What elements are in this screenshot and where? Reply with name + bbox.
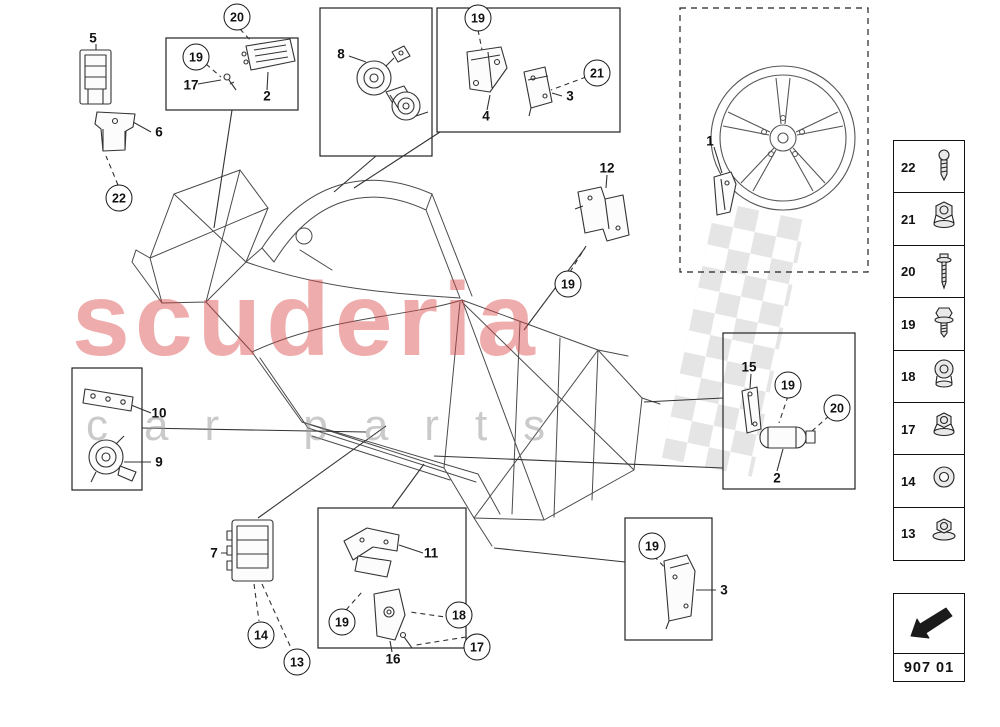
callout-18[interactable]: 18 [445,601,473,629]
cap-nut-icon [934,359,954,388]
part-label-11[interactable]: 11 [423,545,439,561]
part-11-bracket[interactable] [343,527,400,578]
callout-19[interactable]: 19 [328,608,356,636]
legend-row-21[interactable]: 21 [893,192,965,247]
callout-19[interactable]: 19 [554,270,582,298]
part-label-1[interactable]: 1 [706,133,714,149]
part-label-12[interactable]: 12 [599,160,615,176]
legend-row-20[interactable]: 20 [893,244,965,299]
arrow-panel [894,594,964,654]
legend-number: 20 [901,264,916,280]
part-label-3[interactable]: 3 [566,88,574,104]
part-label-15[interactable]: 15 [741,359,757,375]
section-code: 907 01 [903,659,955,676]
legend-number: 22 [901,159,916,175]
group-boxes [71,7,869,649]
callout-19[interactable]: 19 [182,43,210,71]
callout-13[interactable]: 13 [283,648,311,676]
long-bolt-icon [936,253,952,290]
part-10-bracket-strip[interactable] [82,388,134,412]
flange-nut-icon [933,412,955,437]
legend-number: 13 [901,526,916,542]
callout-19[interactable]: 19 [464,4,492,32]
callout-20[interactable]: 20 [823,394,851,422]
part-12-bracket[interactable] [574,186,630,242]
callout-19[interactable]: 19 [638,532,666,560]
callout-22[interactable]: 22 [105,184,133,212]
legend-row-18[interactable]: 18 [893,349,965,404]
legend-number: 17 [901,421,916,437]
nut-washer-icon [933,201,955,229]
part-label-3[interactable]: 3 [720,582,728,598]
legend-row-13[interactable]: 13 [893,506,965,561]
part-label-17[interactable]: 17 [183,77,199,93]
part-label-4[interactable]: 4 [482,108,490,124]
legend-number: 14 [901,473,916,489]
part-label-5[interactable]: 5 [89,30,97,46]
part-label-10[interactable]: 10 [151,405,167,421]
callout-17[interactable]: 17 [463,633,491,661]
part-label-7[interactable]: 7 [210,545,218,561]
legend-row-17[interactable]: 17 [893,402,965,457]
part-2-sensor-module[interactable] [759,426,816,449]
part-label-2[interactable]: 2 [773,470,781,486]
part-15-bracket[interactable] [741,386,762,434]
wheel-part-1[interactable] [710,65,856,211]
part-5-control-unit[interactable] [79,49,112,105]
legend-row-14[interactable]: 14 [893,454,965,509]
part-16-bracket[interactable] [373,588,413,649]
legend-row-22[interactable]: 22 [893,140,965,194]
flange-nut-icon [932,518,956,541]
callout-14[interactable]: 14 [247,621,275,649]
part-8-horns[interactable] [356,45,429,121]
callout-19[interactable]: 19 [774,371,802,399]
back-arrow-icon [910,607,953,638]
part-label-16[interactable]: 16 [385,651,401,667]
callout-20[interactable]: 20 [223,3,251,31]
part-17-screw[interactable] [223,73,237,91]
part-3-bracket-rear[interactable] [663,554,696,630]
hex-flange-bolt-icon [934,307,954,339]
part-label-8[interactable]: 8 [337,46,345,62]
part-4-bracket[interactable] [466,46,508,93]
legend-number: 18 [901,369,916,385]
part-9-horn[interactable] [88,435,137,483]
chassis-frame [131,169,661,547]
legend-number: 19 [901,316,916,332]
fastener-legend: 22 21 20 19 [893,140,965,561]
part-6-bracket[interactable] [94,111,136,152]
screw-icon [938,149,950,182]
part-label-2[interactable]: 2 [263,88,271,104]
part-2-module[interactable] [241,38,296,71]
section-code-box[interactable]: 907 01 [893,593,965,682]
part-1-bracket[interactable] [713,171,737,216]
part-label-6[interactable]: 6 [155,124,163,140]
part-7-control-unit[interactable] [226,519,274,582]
part-3-bracket[interactable] [523,66,553,117]
callout-21[interactable]: 21 [583,59,611,87]
legend-number: 21 [901,211,916,227]
washer-icon [933,466,955,488]
part-label-9[interactable]: 9 [155,454,163,470]
legend-row-19[interactable]: 19 [893,297,965,352]
